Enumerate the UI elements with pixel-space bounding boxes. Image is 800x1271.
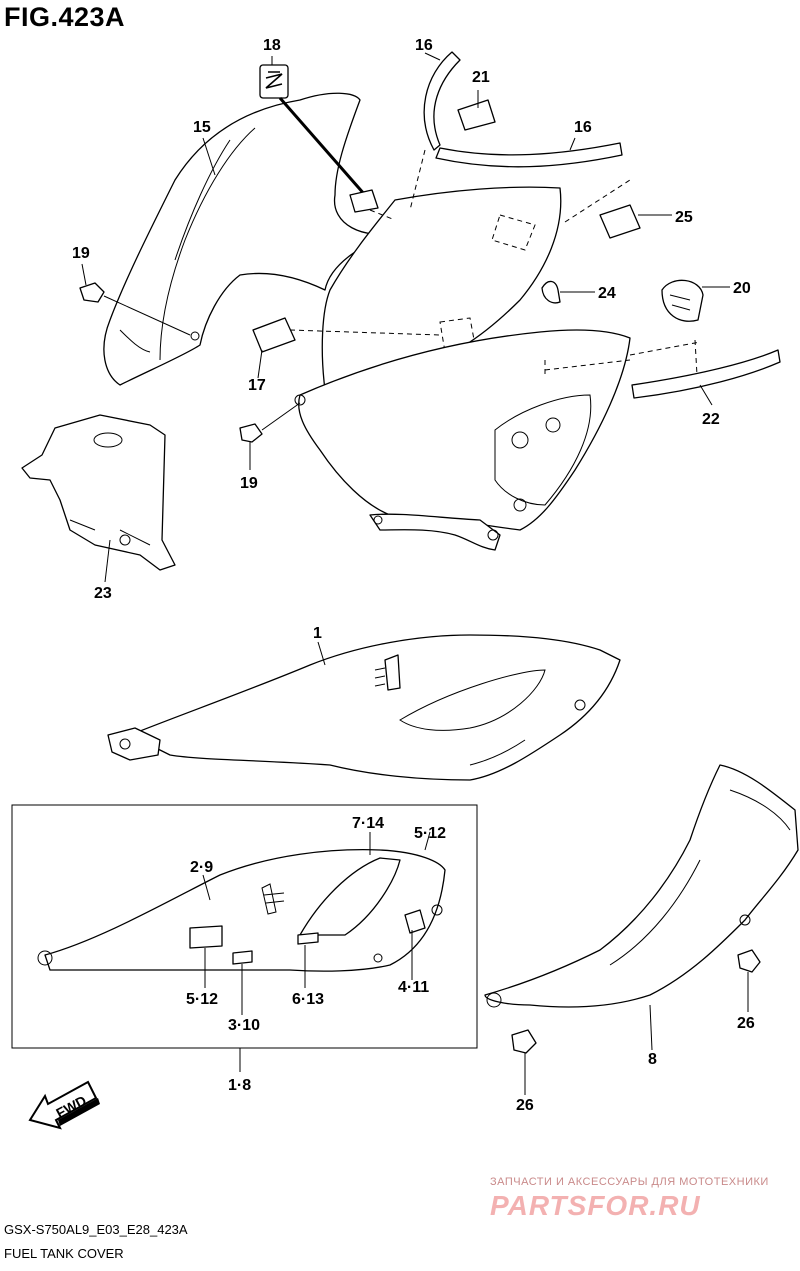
callout-26-right: 26 xyxy=(737,1015,755,1032)
watermark-brand: PARTSFOR.RU xyxy=(490,1190,701,1221)
callout-19-bottom: 19 xyxy=(240,475,258,492)
part-21-pad xyxy=(457,99,496,131)
callout-18: 18 xyxy=(263,37,281,54)
callout-21: 21 xyxy=(472,69,490,86)
callout-5-12-top: 5·12 xyxy=(414,825,446,842)
lower-side-panel xyxy=(298,329,631,551)
inset-side-cover-assy xyxy=(37,849,446,972)
callout-25: 25 xyxy=(675,209,693,226)
part-26-screw-a xyxy=(737,949,761,973)
callout-19-top: 19 xyxy=(72,245,90,262)
callout-23: 23 xyxy=(94,585,112,602)
model-code: GSX-S750AL9_E03_E28_423A xyxy=(4,1222,188,1237)
callout-15: 15 xyxy=(193,119,211,136)
callout-4-11: 4·11 xyxy=(398,979,429,996)
callout-16-top: 16 xyxy=(415,37,433,54)
callout-1-8: 1·8 xyxy=(228,1077,251,1094)
part-22-strip xyxy=(629,339,781,399)
part-8-side-cover xyxy=(484,764,799,1008)
callout-3-10: 3·10 xyxy=(228,1017,260,1034)
callout-17: 17 xyxy=(248,377,266,394)
callout-2-9: 2·9 xyxy=(190,859,213,876)
callout-26-left: 26 xyxy=(516,1097,534,1114)
part-26-screw-b xyxy=(511,1029,537,1054)
part-23-bracket xyxy=(21,414,176,571)
callout-1: 1 xyxy=(313,625,322,642)
suzuki-emblem-icon xyxy=(265,71,283,89)
callout-6-13: 6·13 xyxy=(292,991,324,1008)
callout-20: 20 xyxy=(733,280,751,297)
callout-5-12-bottom: 5·12 xyxy=(186,991,218,1008)
callout-8: 8 xyxy=(648,1051,657,1068)
callout-labels: 18 16 21 16 15 25 19 24 20 17 22 19 23 1… xyxy=(72,37,755,1114)
callout-7-14: 7·14 xyxy=(352,815,384,832)
part-15-tank-cover xyxy=(103,92,396,386)
leader-lines xyxy=(81,52,749,1095)
watermark-tagline: ЗАПЧАСТИ И АКСЕССУАРЫ ДЛЯ МОТОТЕХНИКИ xyxy=(490,1176,769,1188)
part-1-side-cover xyxy=(107,634,621,781)
part-19-screw-a xyxy=(79,282,191,336)
callout-22: 22 xyxy=(702,411,720,428)
assembly-inset-box xyxy=(11,804,478,1049)
part-18-emblem xyxy=(259,64,379,213)
figure-title: FIG.423A xyxy=(4,2,126,32)
part-24-clip xyxy=(541,280,561,304)
part-17-pad xyxy=(252,317,296,353)
part-25-pad xyxy=(599,204,641,239)
part-20-cap xyxy=(661,279,704,322)
part-16-strip xyxy=(409,51,623,211)
fwd-arrow-icon: FWD xyxy=(28,1080,100,1130)
section-name: FUEL TANK COVER xyxy=(4,1246,124,1261)
part-19-screw-b xyxy=(239,394,306,443)
callout-24: 24 xyxy=(598,285,616,302)
callout-16-right: 16 xyxy=(574,119,592,136)
